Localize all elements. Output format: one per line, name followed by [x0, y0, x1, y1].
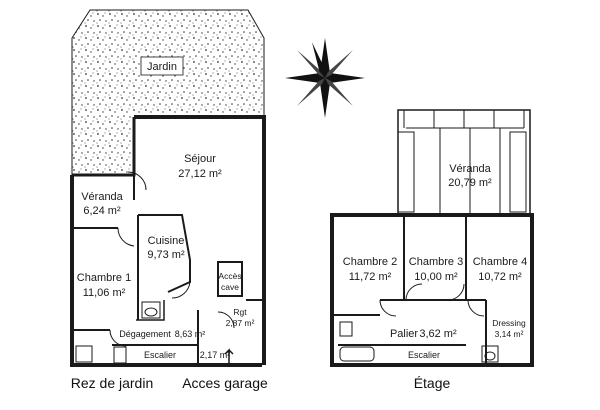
toilet-fixture [141, 301, 161, 319]
garage-access-title: Acces garage [182, 375, 268, 391]
garden-area [71, 9, 265, 176]
room-veranda-ground-name: Véranda [81, 191, 123, 203]
room-dressing-name: Dressing [492, 318, 526, 328]
room-rgt-area: 2,87 m² [226, 318, 255, 328]
bathtub-fixture [339, 346, 375, 362]
room-escalier-upper-name: Escalier [408, 350, 440, 360]
upper-floor-plan [330, 109, 534, 367]
room-cuisine-area: 9,73 m² [147, 249, 185, 261]
upper-toilet-fixture [481, 345, 499, 363]
garden-label: Jardin [147, 61, 177, 73]
room-degagement-name: Dégagement [119, 329, 171, 339]
sink-fixture [339, 321, 353, 337]
room-chambre2-name: Chambre 2 [343, 256, 397, 268]
room-sejour-area: 27,12 m² [178, 168, 222, 180]
room-escalier-ground-name: Escalier [144, 350, 176, 360]
compass-rose-icon [285, 38, 365, 118]
room-veranda-upper-area: 20,79 m² [448, 177, 492, 189]
room-chambre1-name: Chambre 1 [77, 272, 131, 284]
cave-access-line1: Accès [218, 271, 241, 281]
room-chambre4-name: Chambre 4 [473, 256, 527, 268]
upper-floor-title: Étage [414, 375, 451, 391]
garden-label-box [140, 56, 184, 76]
room-chambre1-area: 11,06 m² [83, 287, 126, 299]
room-garage-hall-area: 2,17 m² [200, 350, 231, 360]
boiler-fixture [75, 345, 93, 363]
room-palier-area: 3,62 m² [419, 328, 457, 340]
room-veranda-ground-area: 6,24 m² [83, 205, 121, 217]
ground-floor-title: Rez de jardin [71, 375, 154, 391]
room-cuisine-name: Cuisine [148, 235, 185, 247]
room-sejour-name: Séjour [184, 153, 216, 165]
veranda-glazing-left [397, 131, 415, 213]
upper-toilet-bowl [484, 351, 496, 361]
garage-access-arrow [224, 348, 234, 364]
room-chambre4-area: 10,72 m² [478, 271, 522, 283]
ground-floor-plan [70, 9, 266, 367]
stair-ground [113, 346, 127, 364]
room-dressing-area: 3,14 m² [495, 329, 524, 339]
toilet-bowl [144, 307, 158, 317]
room-chambre3-name: Chambre 3 [409, 256, 463, 268]
room-rgt-name: Rgt [233, 307, 247, 317]
room-chambre3-area: 10,00 m² [414, 271, 458, 283]
room-palier-name: Palier [390, 328, 418, 340]
room-veranda-upper-name: Véranda [449, 163, 491, 175]
veranda-glazing-right [509, 131, 527, 213]
cave-access-line2: cave [221, 282, 239, 292]
room-chambre2-area: 11,72 m² [349, 271, 392, 283]
room-degagement-area: 8,63 m² [175, 329, 206, 339]
